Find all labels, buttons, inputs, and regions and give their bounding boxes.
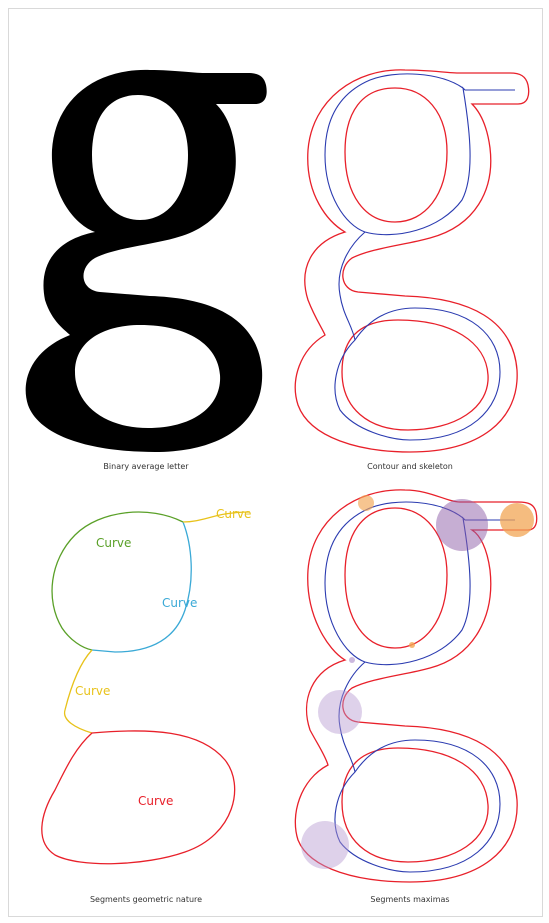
segment-green-label: Curve bbox=[96, 536, 131, 550]
caption-maximas: Segments maximas bbox=[290, 895, 530, 904]
max-upper-counter bbox=[345, 508, 447, 648]
maxima-orange-right bbox=[500, 503, 534, 537]
maxima-orange-dot bbox=[409, 642, 415, 648]
caption-binary: Binary average letter bbox=[26, 462, 266, 471]
maxima-orange-small bbox=[358, 495, 374, 511]
maxima-purple-mid bbox=[318, 690, 362, 734]
caption-segments: Segments geometric nature bbox=[26, 895, 266, 904]
maxima-large-purple bbox=[436, 499, 488, 551]
maxima-purple-low bbox=[301, 821, 349, 869]
contour-letter bbox=[295, 70, 528, 452]
upper-counter bbox=[345, 88, 447, 222]
segment-yellow-top-label: Curve bbox=[216, 507, 251, 521]
segment-green bbox=[52, 512, 183, 650]
maxima-purple-dot bbox=[349, 657, 355, 663]
segment-yellow-mid-label: Curve bbox=[75, 684, 110, 698]
binary-letter bbox=[26, 70, 267, 452]
segment-cyan-label: Curve bbox=[162, 596, 197, 610]
lower-counter bbox=[342, 320, 488, 430]
caption-contour: Contour and skeleton bbox=[290, 462, 530, 471]
max-lower-counter bbox=[342, 748, 488, 862]
outer-contour bbox=[295, 70, 528, 452]
segments-letter bbox=[42, 512, 250, 864]
segment-red-label: Curve bbox=[138, 794, 173, 808]
maximas-letter bbox=[295, 490, 536, 882]
